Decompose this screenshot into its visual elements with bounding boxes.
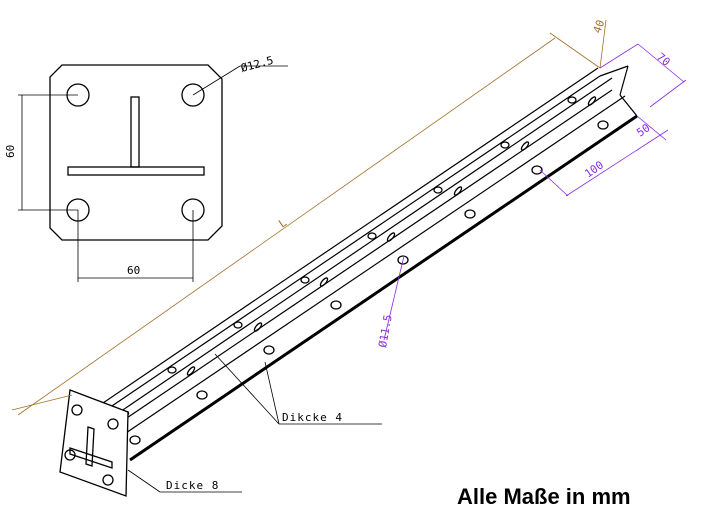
plate-top-view bbox=[49, 64, 223, 241]
note-plate-thickness: Dicke 8 bbox=[166, 479, 219, 492]
units-note: Alle Maße in mm bbox=[457, 484, 631, 509]
dim-50: 50 bbox=[634, 121, 652, 139]
beam bbox=[99, 65, 638, 462]
beam-holes bbox=[101, 96, 609, 445]
dim-vertical-60: 60 bbox=[4, 145, 17, 158]
dim-70: 70 bbox=[654, 50, 673, 68]
dim-hole-11-5: Ø11.5 bbox=[376, 314, 395, 349]
note-beam-thickness: Dikcke 4 bbox=[282, 411, 343, 424]
dim-length-L: L bbox=[276, 216, 289, 231]
note-leaders bbox=[127, 353, 382, 493]
dim-40: 40 bbox=[591, 18, 608, 35]
dim-horizontal-60: 60 bbox=[127, 264, 140, 277]
section-dimensions bbox=[383, 43, 687, 341]
length-dimension bbox=[11, 19, 607, 416]
dim-100: 100 bbox=[582, 158, 606, 180]
plate-dimensions bbox=[18, 65, 288, 282]
dim-hole-12-5: Ø12.5 bbox=[239, 54, 274, 75]
end-plate bbox=[59, 389, 129, 497]
